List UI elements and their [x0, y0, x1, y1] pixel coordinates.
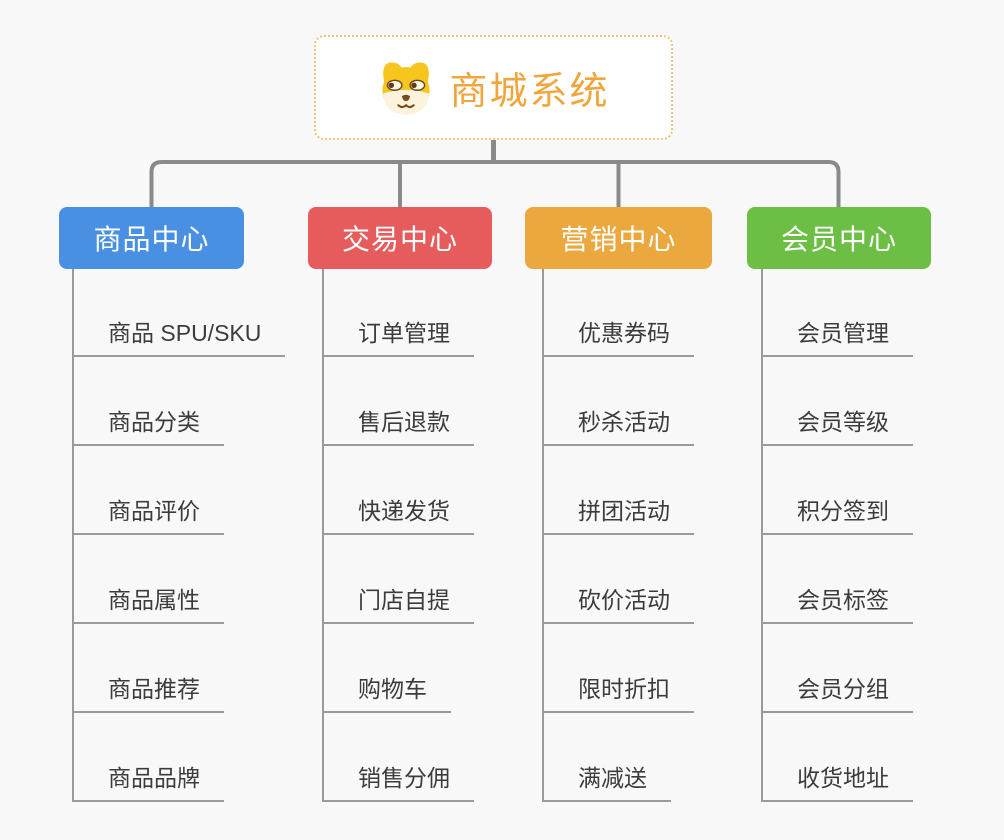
topic-item[interactable]: 商品属性	[74, 586, 224, 624]
branch-node-trade-center[interactable]: 交易中心	[308, 207, 492, 269]
topic-item[interactable]: 拼团活动	[544, 497, 694, 535]
topic-item[interactable]: 商品推荐	[74, 675, 224, 713]
topic-item[interactable]: 收货地址	[763, 764, 913, 802]
topic-item[interactable]: 订单管理	[324, 319, 474, 357]
branch-children-marketing: 优惠券码 秒杀活动 拼团活动 砍价活动 限时折扣 满减送	[542, 269, 794, 802]
branch-node-member-center[interactable]: 会员中心	[747, 207, 931, 269]
branch-node-product-center[interactable]: 商品中心	[59, 207, 244, 269]
topic-item[interactable]: 销售分佣	[324, 764, 474, 802]
topic-item[interactable]: 门店自提	[324, 586, 474, 624]
topic-item[interactable]: 会员管理	[763, 319, 913, 357]
topic-item[interactable]: 售后退款	[324, 408, 474, 446]
branch-node-marketing-center[interactable]: 营销中心	[525, 207, 712, 269]
root-label: 商城系统	[449, 71, 610, 113]
root-node-mall-system[interactable]: 商城系统	[314, 35, 673, 140]
topic-item[interactable]: 商品评价	[74, 497, 224, 535]
topic-item[interactable]: 购物车	[324, 675, 451, 713]
topic-item[interactable]: 秒杀活动	[544, 408, 694, 446]
branch-children-trade: 订单管理 售后退款 快递发货 门店自提 购物车 销售分佣	[322, 269, 574, 802]
branch-children-member: 会员管理 会员等级 积分签到 会员标签 会员分组 收货地址	[761, 269, 1004, 802]
topic-item[interactable]: 砍价活动	[544, 586, 694, 624]
branch-children-product: 商品 SPU/SKU 商品分类 商品评价 商品属性 商品推荐 商品品牌	[72, 269, 324, 802]
topic-item[interactable]: 会员分组	[763, 675, 913, 713]
topic-item[interactable]: 会员标签	[763, 586, 913, 624]
topic-item[interactable]: 商品 SPU/SKU	[74, 319, 286, 357]
dog-face-icon	[382, 62, 431, 114]
topic-item[interactable]: 积分签到	[763, 497, 913, 535]
topic-item[interactable]: 优惠券码	[544, 319, 694, 357]
topic-item[interactable]: 商品品牌	[74, 764, 224, 802]
topic-item[interactable]: 快递发货	[324, 497, 474, 535]
topic-item[interactable]: 限时折扣	[544, 675, 694, 713]
topic-item[interactable]: 满减送	[544, 764, 671, 802]
topic-item[interactable]: 商品分类	[74, 408, 224, 446]
topic-item[interactable]: 会员等级	[763, 408, 913, 446]
